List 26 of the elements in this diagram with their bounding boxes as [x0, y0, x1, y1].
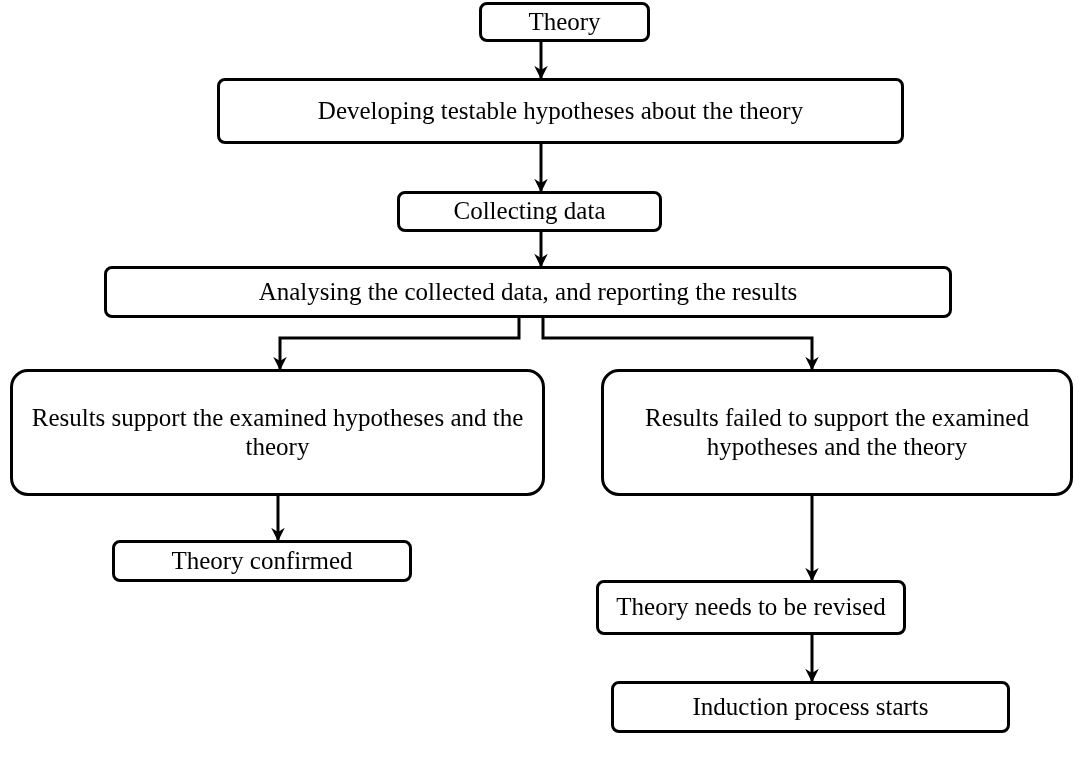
- process-box: [611, 681, 1010, 733]
- process-box: [596, 580, 906, 635]
- process-box: [10, 369, 545, 496]
- process-box: [217, 78, 904, 144]
- arrow: [541, 318, 819, 371]
- box-label: Results support the examined hypotheses and the theory: [30, 403, 525, 462]
- arrow: [273, 318, 521, 371]
- arrow: [534, 144, 548, 193]
- box-label: Analysing the collected data, and reporting the results: [257, 277, 799, 307]
- process-box: [104, 266, 952, 318]
- box-label: Induction process starts: [691, 692, 930, 722]
- box-label: Results failed to support the examined hypotheses and the theory: [644, 403, 1030, 462]
- box-label: Collecting data: [452, 197, 607, 226]
- arrow: [805, 635, 819, 683]
- process-box: [601, 369, 1073, 496]
- process-box: [479, 2, 650, 42]
- arrow: [271, 496, 285, 542]
- box-label: Theory: [527, 7, 602, 37]
- box-label: Theory needs to be revised: [615, 593, 887, 622]
- box-label: Theory confirmed: [170, 546, 354, 576]
- box-label: Developing testable hypotheses about the theory: [316, 96, 805, 126]
- process-box: [397, 191, 662, 232]
- process-box: [112, 540, 412, 582]
- arrow: [805, 496, 819, 582]
- arrow: [534, 42, 548, 80]
- arrow: [534, 232, 548, 268]
